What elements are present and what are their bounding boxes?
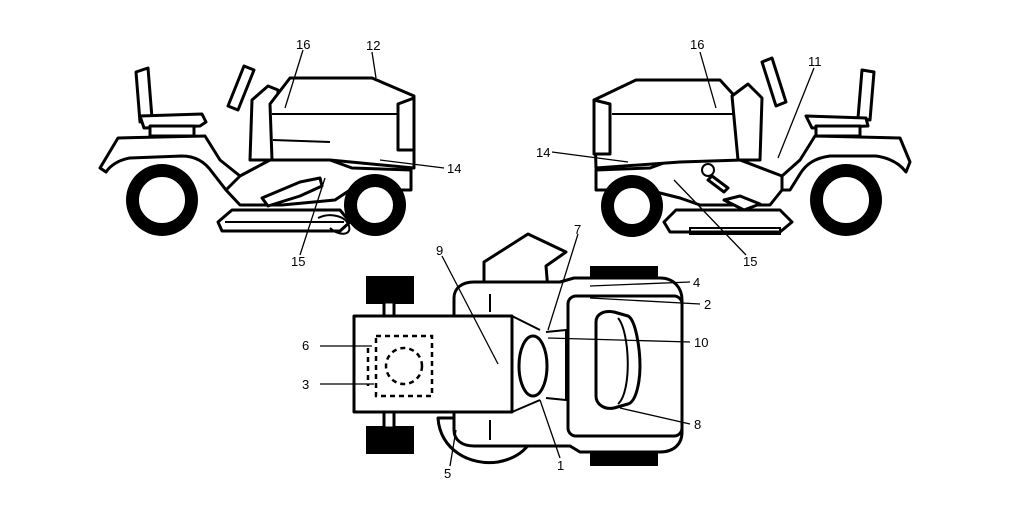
ignition-key [701, 163, 715, 177]
callout-1-top: 1 [557, 458, 564, 473]
callout-4-top: 4 [693, 275, 700, 290]
callout-5-top: 5 [444, 466, 451, 481]
seat-base [148, 124, 196, 138]
callout-3-top: 3 [302, 377, 309, 392]
steering-wheel [226, 64, 256, 112]
lift-lever [706, 174, 730, 194]
callout-16-left: 16 [296, 37, 310, 52]
callout-12-left: 12 [366, 38, 380, 53]
hood [268, 76, 416, 170]
foot-pedal-right [722, 194, 762, 212]
seat-back [134, 66, 154, 124]
callout-15-right: 15 [743, 254, 757, 269]
top-seat-dashed [374, 334, 434, 398]
top-view: 9 7 4 2 10 6 3 8 5 1 [302, 222, 711, 481]
callout-9-top: 9 [436, 243, 443, 258]
seat-base-right [814, 124, 862, 138]
left-front-hub [355, 185, 395, 225]
callout-8-top: 8 [694, 417, 701, 432]
callout-11-right: 11 [808, 54, 822, 69]
callout-15-left: 15 [291, 254, 305, 269]
top-hood-lens [594, 310, 642, 410]
steering-wheel-right [760, 56, 788, 108]
right-rear-hub [821, 175, 871, 225]
grille-right [592, 98, 612, 156]
seat-back-right [856, 68, 876, 122]
top-axle-lower [382, 410, 396, 430]
deck-cable [317, 214, 351, 235]
callout-16-right: 16 [690, 37, 704, 52]
mower-deck-right [662, 208, 794, 234]
callout-7-top: 7 [574, 222, 581, 237]
top-rear-tire-upper [366, 276, 414, 304]
hood-right [592, 78, 744, 170]
right-side-view: 16 11 14 15 [536, 37, 912, 269]
grille [396, 96, 416, 152]
top-steering-wheel [517, 334, 549, 398]
callout-6-top: 6 [302, 338, 309, 353]
top-seat-dashed-circle [384, 346, 424, 386]
callout-14-right: 14 [536, 145, 550, 160]
callout-2-top: 2 [704, 297, 711, 312]
top-rear-tire-lower [366, 426, 414, 454]
right-front-hub [612, 186, 652, 226]
left-rear-hub [137, 175, 187, 225]
callout-10-top: 10 [694, 335, 708, 350]
steering-tower-right [730, 82, 764, 162]
left-side-view: 16 12 14 15 [98, 37, 461, 269]
top-front-tire-lower [590, 452, 658, 466]
callout-14-left: 14 [447, 161, 461, 176]
rear-fender-right [780, 134, 912, 192]
